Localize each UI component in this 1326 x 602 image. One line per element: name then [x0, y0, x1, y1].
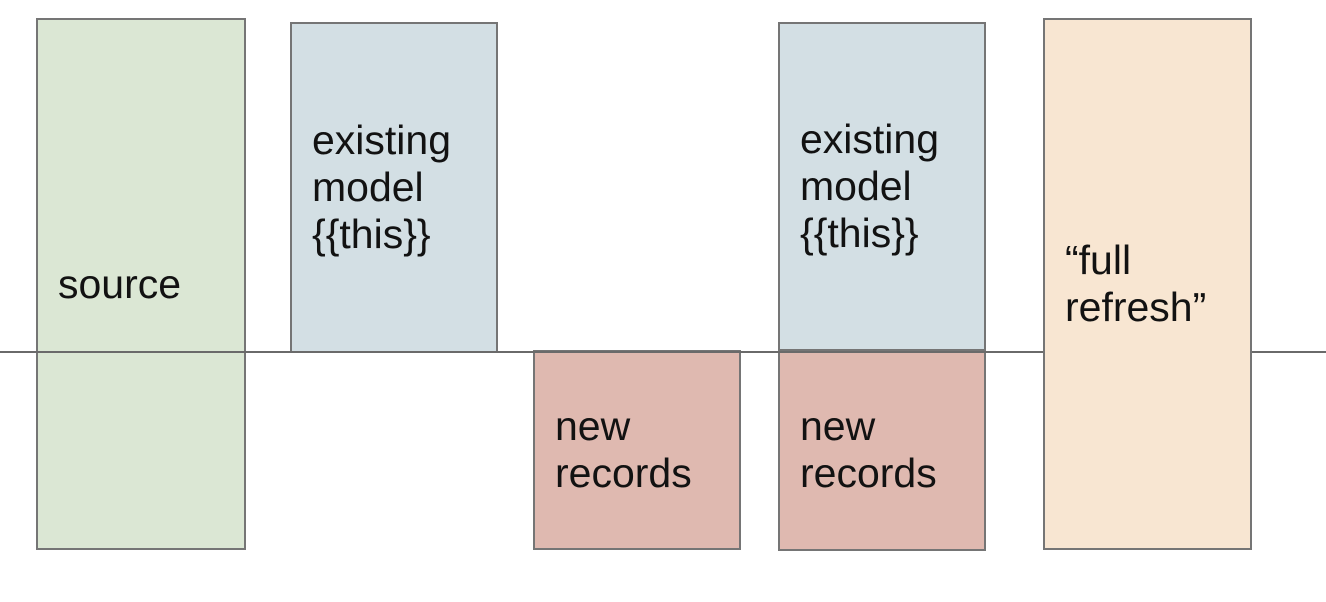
existing-model-box-1: existing model {{this}}	[290, 22, 498, 353]
source-label: source	[58, 260, 182, 307]
existing-model-label-line-1: existing	[312, 117, 452, 163]
existing-model-label-line-1: existing	[800, 116, 940, 162]
divider-line	[0, 351, 1326, 353]
source-box: source	[36, 18, 246, 550]
existing-model-label-line-2: model	[312, 164, 424, 210]
existing-model-label-line-2: model	[800, 163, 912, 209]
new-records-label-line-2: records	[555, 450, 692, 496]
new-records-box-2: new records	[778, 349, 986, 551]
new-records-box-1: new records	[533, 350, 741, 550]
new-records-label-line-1: new	[800, 403, 876, 449]
full-refresh-label-line-2: refresh”	[1065, 284, 1207, 330]
full-refresh-box: “full refresh”	[1043, 18, 1252, 550]
existing-model-label-line-3: {{this}}	[312, 211, 431, 257]
existing-model-box-2: existing model {{this}}	[778, 22, 986, 351]
full-refresh-label-line-1: “full	[1065, 237, 1132, 283]
existing-model-label-line-3: {{this}}	[800, 210, 919, 256]
new-records-label-line-1: new	[555, 403, 631, 449]
new-records-label-line-2: records	[800, 450, 937, 496]
